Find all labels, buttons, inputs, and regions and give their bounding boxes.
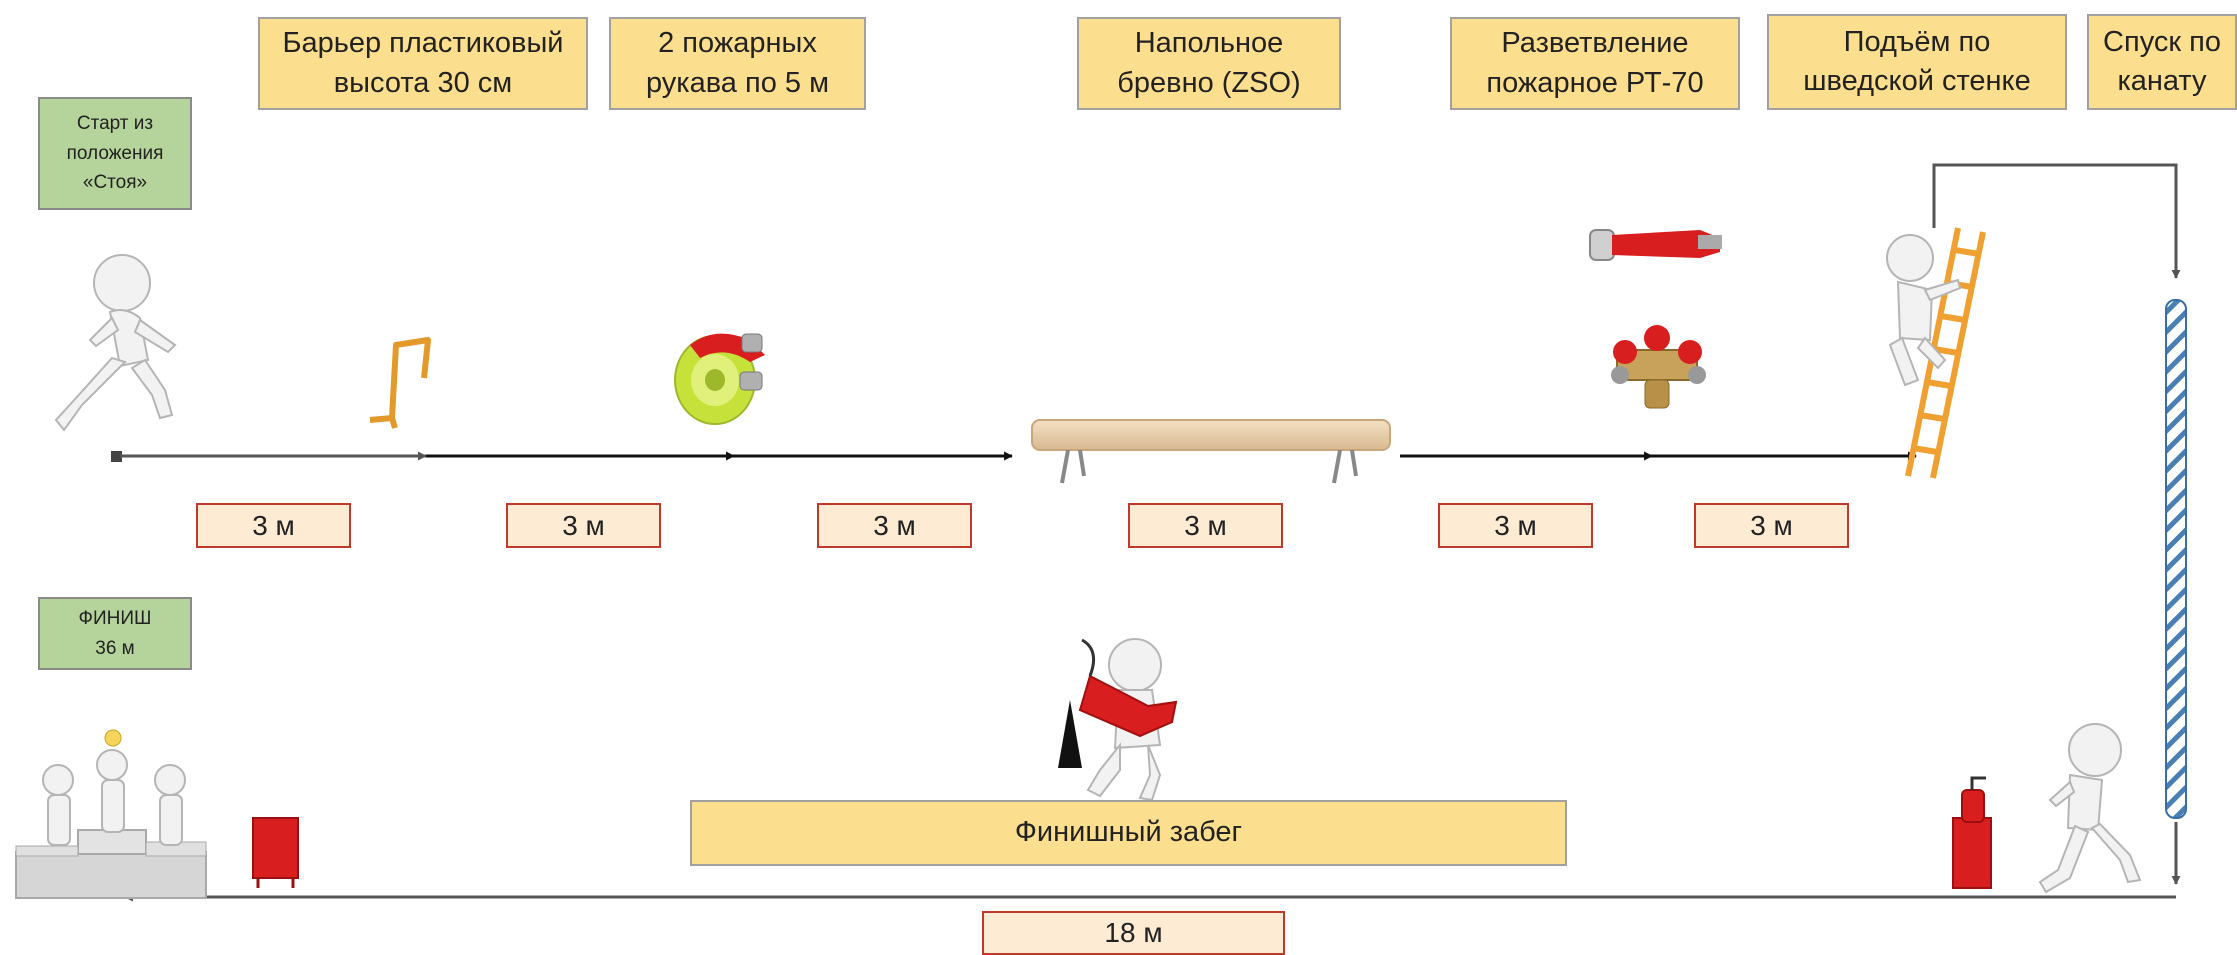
rope-icon (2165, 299, 2187, 819)
ladder-icon (1905, 227, 1986, 479)
return-distance-label: 18 м (982, 911, 1285, 955)
hoses-label: 2 пожарных рукава по 5 м (609, 17, 866, 110)
distance-label-4: 3 м (1128, 503, 1283, 548)
beam-label: Напольное бревно (ZSO) (1077, 17, 1341, 110)
nozzle-icon (1589, 229, 1722, 261)
climber-figure (1886, 234, 1962, 387)
branch-label: Разветвление пожарное РТ-70 (1450, 17, 1740, 110)
runner-figure (54, 254, 177, 432)
podium-icon (15, 729, 207, 899)
start-box: Старт из положения «Стоя» (38, 97, 192, 210)
barrier-label: Барьер пластиковый высота 30 см (258, 17, 588, 110)
distance-label-1: 3 м (196, 503, 351, 548)
distance-label-3: 3 м (817, 503, 972, 548)
fire-cabinet-icon (252, 817, 299, 888)
distance-label-2: 3 м (506, 503, 661, 548)
fire-extinguisher-figure (1058, 638, 1178, 802)
extinguisher-stand-icon (1952, 776, 1992, 889)
distance-label-6: 3 м (1694, 503, 1849, 548)
climb-label: Подъём по шведской стенке (1767, 14, 2067, 110)
runner-return-figure (2038, 723, 2142, 894)
hurdle-icon (369, 337, 431, 429)
finish-box: ФИНИШ 36 м (38, 597, 192, 670)
hose-reel-icon (674, 333, 765, 425)
balance-beam-icon (1031, 419, 1391, 484)
course-arrows (111, 163, 2181, 902)
branch-valve-icon (1611, 325, 1706, 409)
distance-label-5: 3 м (1438, 503, 1593, 548)
rope-label: Спуск по канату (2087, 14, 2237, 110)
final-run-label: Финишный забег (690, 800, 1567, 866)
